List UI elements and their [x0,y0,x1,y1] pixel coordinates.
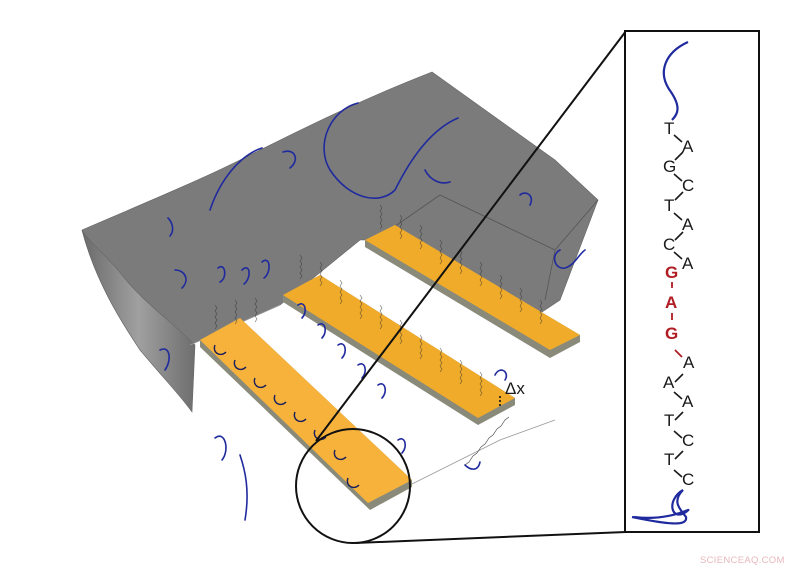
base-left-7: T [664,411,675,430]
base-left-2: G [663,157,677,176]
callout-line-bottom [354,531,627,544]
base-right-7: C [682,431,695,450]
target-strand-top [662,40,689,121]
base-right-8: C [682,470,695,489]
mismatch-base-1: G [665,263,679,282]
sequence-strands [631,40,690,525]
channel-recess-edges [377,194,599,301]
callout-line-top [315,30,627,442]
spacing-label: Δx [505,379,525,398]
base-left-4: C [663,235,676,254]
base-left-3: T [664,196,675,215]
base-right-1: A [682,137,694,156]
base-right-5: A [683,353,695,372]
base-left-6: A [663,373,675,392]
watermark: SCIENCEAQ.COM [700,555,785,566]
hybridized-strands [213,344,360,489]
base-right-3: A [682,215,694,234]
probe-strands [214,204,543,397]
base-left-1: T [664,119,675,138]
target-strands [159,102,586,521]
electrode-1 [200,318,412,510]
magnifier-circle [295,428,411,544]
mismatch-base-2: A [665,293,678,312]
base-left-8: T [664,450,675,469]
base-right-2: C [682,176,695,195]
free-probe-strand [464,416,510,466]
detail-panel: T A G C T A C A G A G A A A T C T C [624,30,760,533]
base-right-4: A [682,254,694,273]
mismatch-base-3: G [665,324,679,343]
target-strand-bottom [633,489,690,519]
base-right-6: A [682,392,694,411]
electrode-2 [283,275,515,425]
